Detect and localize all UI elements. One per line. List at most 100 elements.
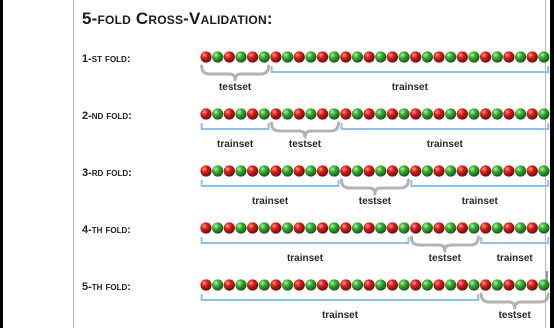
green-sample-ball (398, 108, 410, 120)
green-sample-ball (258, 165, 270, 177)
right-border-bar (550, 0, 554, 328)
green-sample-ball (305, 279, 317, 291)
green-sample-ball (491, 108, 503, 120)
red-sample-ball (480, 165, 492, 177)
red-sample-ball (363, 279, 375, 291)
red-sample-ball (386, 165, 398, 177)
red-sample-ball (293, 108, 305, 120)
green-sample-ball (445, 279, 457, 291)
red-sample-ball (386, 222, 398, 234)
trainset-label: trainset (287, 253, 324, 264)
red-sample-ball (433, 165, 445, 177)
red-sample-ball (247, 108, 259, 120)
red-sample-ball (270, 165, 282, 177)
red-sample-ball (200, 222, 212, 234)
red-sample-ball (526, 108, 538, 120)
green-sample-ball (235, 279, 247, 291)
red-sample-ball (410, 108, 422, 120)
green-sample-ball (421, 279, 433, 291)
red-sample-ball (480, 51, 492, 63)
green-sample-ball (538, 108, 550, 120)
red-sample-ball (363, 165, 375, 177)
green-sample-ball (375, 108, 387, 120)
red-sample-ball (433, 279, 445, 291)
green-sample-ball (398, 51, 410, 63)
green-sample-ball (235, 108, 247, 120)
fold-label-4: 4-th fold: (82, 224, 131, 236)
green-sample-ball (538, 51, 550, 63)
red-sample-ball (270, 51, 282, 63)
green-sample-ball (305, 222, 317, 234)
testset-label: testset (219, 82, 252, 93)
green-sample-ball (538, 222, 550, 234)
red-sample-ball (456, 222, 468, 234)
red-sample-ball (223, 108, 235, 120)
green-sample-ball (468, 279, 480, 291)
testset-label: testset (359, 196, 392, 207)
green-sample-ball (538, 279, 550, 291)
green-sample-ball (235, 51, 247, 63)
green-sample-ball (421, 165, 433, 177)
trainset-label: trainset (252, 196, 289, 207)
red-sample-ball (223, 51, 235, 63)
green-sample-ball (468, 108, 480, 120)
green-sample-ball (421, 222, 433, 234)
red-sample-ball (293, 279, 305, 291)
green-sample-ball (351, 165, 364, 177)
red-sample-ball (200, 108, 212, 120)
red-sample-ball (270, 222, 282, 234)
green-sample-ball (258, 222, 270, 234)
green-sample-ball (514, 108, 527, 120)
red-sample-ball (526, 165, 538, 177)
red-sample-ball (340, 108, 352, 120)
red-sample-ball (223, 165, 235, 177)
green-sample-ball (258, 279, 270, 291)
red-sample-ball (340, 279, 352, 291)
red-sample-ball (503, 165, 515, 177)
green-sample-ball (328, 279, 340, 291)
green-sample-ball (514, 222, 527, 234)
fold-row-4: trainset testset trainset (200, 222, 550, 264)
green-sample-ball (305, 108, 317, 120)
red-sample-ball (340, 222, 352, 234)
green-sample-ball (468, 165, 480, 177)
trainset-label: trainset (497, 253, 534, 264)
red-sample-ball (247, 51, 259, 63)
green-sample-ball (328, 51, 340, 63)
green-sample-ball (212, 279, 224, 291)
green-sample-ball (421, 51, 433, 63)
red-sample-ball (526, 51, 538, 63)
green-sample-ball (212, 108, 224, 120)
red-sample-ball (200, 279, 212, 291)
green-sample-ball (281, 165, 294, 177)
green-sample-ball (445, 51, 457, 63)
testset-brace (339, 178, 410, 196)
red-sample-ball (386, 108, 398, 120)
trainset-label: trainset (217, 139, 254, 150)
red-sample-ball (316, 222, 329, 234)
red-sample-ball (223, 222, 235, 234)
red-sample-ball (386, 279, 398, 291)
green-sample-ball (305, 165, 317, 177)
red-sample-ball (480, 108, 492, 120)
red-sample-ball (433, 108, 445, 120)
green-sample-ball (514, 165, 527, 177)
green-sample-ball (235, 222, 247, 234)
green-sample-ball (212, 51, 224, 63)
green-sample-ball (351, 279, 364, 291)
green-sample-ball (281, 222, 294, 234)
testset-label: testset (429, 253, 462, 264)
green-sample-ball (375, 222, 387, 234)
red-sample-ball (456, 108, 468, 120)
green-sample-ball (491, 222, 503, 234)
green-sample-ball (398, 222, 410, 234)
red-sample-ball (503, 51, 515, 63)
green-sample-ball (491, 51, 503, 63)
red-sample-ball (270, 108, 282, 120)
testset-brace (270, 121, 340, 139)
diagram-title: 5-fold Cross-Validation: (82, 9, 273, 28)
green-sample-ball (375, 51, 387, 63)
